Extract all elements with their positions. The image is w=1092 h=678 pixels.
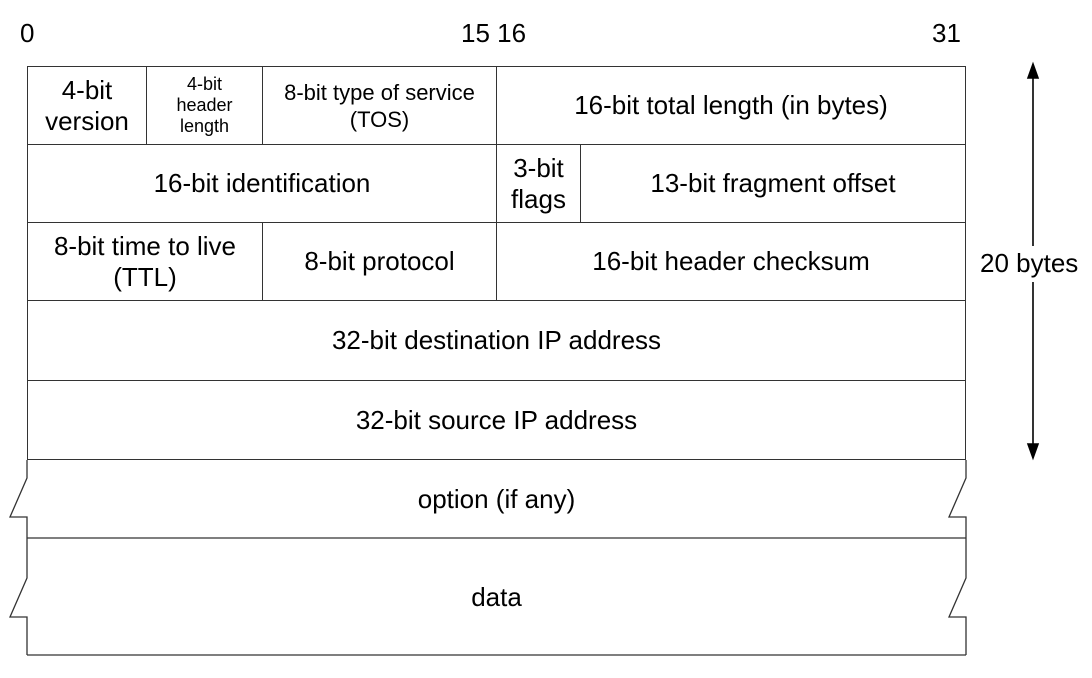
- version-label-line1: 4-bit: [61, 74, 113, 105]
- ttl-line2: (TTL): [113, 261, 177, 292]
- data-label: data: [471, 581, 522, 612]
- type-of-service-field: 8-bit type of service(TOS): [262, 66, 497, 145]
- source-ip-field: 32-bit source IP address: [27, 380, 966, 460]
- data-left-edge: [9, 538, 28, 655]
- size-arrow-down-head: [1026, 443, 1040, 461]
- total-length-field: 16-bit total length (in bytes): [496, 66, 966, 145]
- ttl-field: 8-bit time to live(TTL): [27, 222, 263, 301]
- identification-label: 16-bit identification: [153, 168, 371, 198]
- fragment-offset-field: 13-bit fragment offset: [580, 144, 966, 223]
- header-length-line3: length: [179, 116, 230, 136]
- header-length-line2: header: [176, 95, 233, 115]
- flags-line2: flags: [511, 183, 566, 214]
- protocol-label: 8-bit protocol: [304, 246, 455, 276]
- header-length-line1: 4-bit: [186, 74, 222, 94]
- bit-position-0: 0: [20, 18, 35, 48]
- bit-position-31: 31: [932, 18, 961, 48]
- data-right-edge: [948, 538, 967, 655]
- data-field: data: [28, 539, 965, 655]
- bit-position-15-16: 15 16: [461, 18, 527, 48]
- header-checksum-field: 16-bit header checksum: [496, 222, 966, 301]
- options-label: option (if any): [417, 483, 576, 514]
- header-checksum-label: 16-bit header checksum: [592, 246, 870, 276]
- option-left-edge: [9, 460, 28, 538]
- tos-line1: 8-bit type of service: [284, 79, 475, 105]
- options-field: option (if any): [28, 460, 965, 538]
- destination-ip-label: 32-bit destination IP address: [331, 325, 662, 355]
- flags-line1: 3-bit: [513, 152, 564, 183]
- ttl-line1: 8-bit time to live: [53, 230, 237, 261]
- option-right-edge: [948, 460, 967, 538]
- source-ip-label: 32-bit source IP address: [355, 404, 638, 435]
- size-arrow-up-head: [1026, 61, 1040, 79]
- total-length-label: 16-bit total length (in bytes): [574, 90, 888, 120]
- tos-line2: (TOS): [349, 106, 410, 132]
- destination-ip-field: 32-bit destination IP address: [27, 300, 966, 381]
- version-label-line2: version: [45, 105, 129, 136]
- header-size-label: 20 bytes: [978, 248, 1081, 278]
- fragment-offset-label: 13-bit fragment offset: [650, 168, 896, 198]
- identification-field: 16-bit identification: [27, 144, 497, 223]
